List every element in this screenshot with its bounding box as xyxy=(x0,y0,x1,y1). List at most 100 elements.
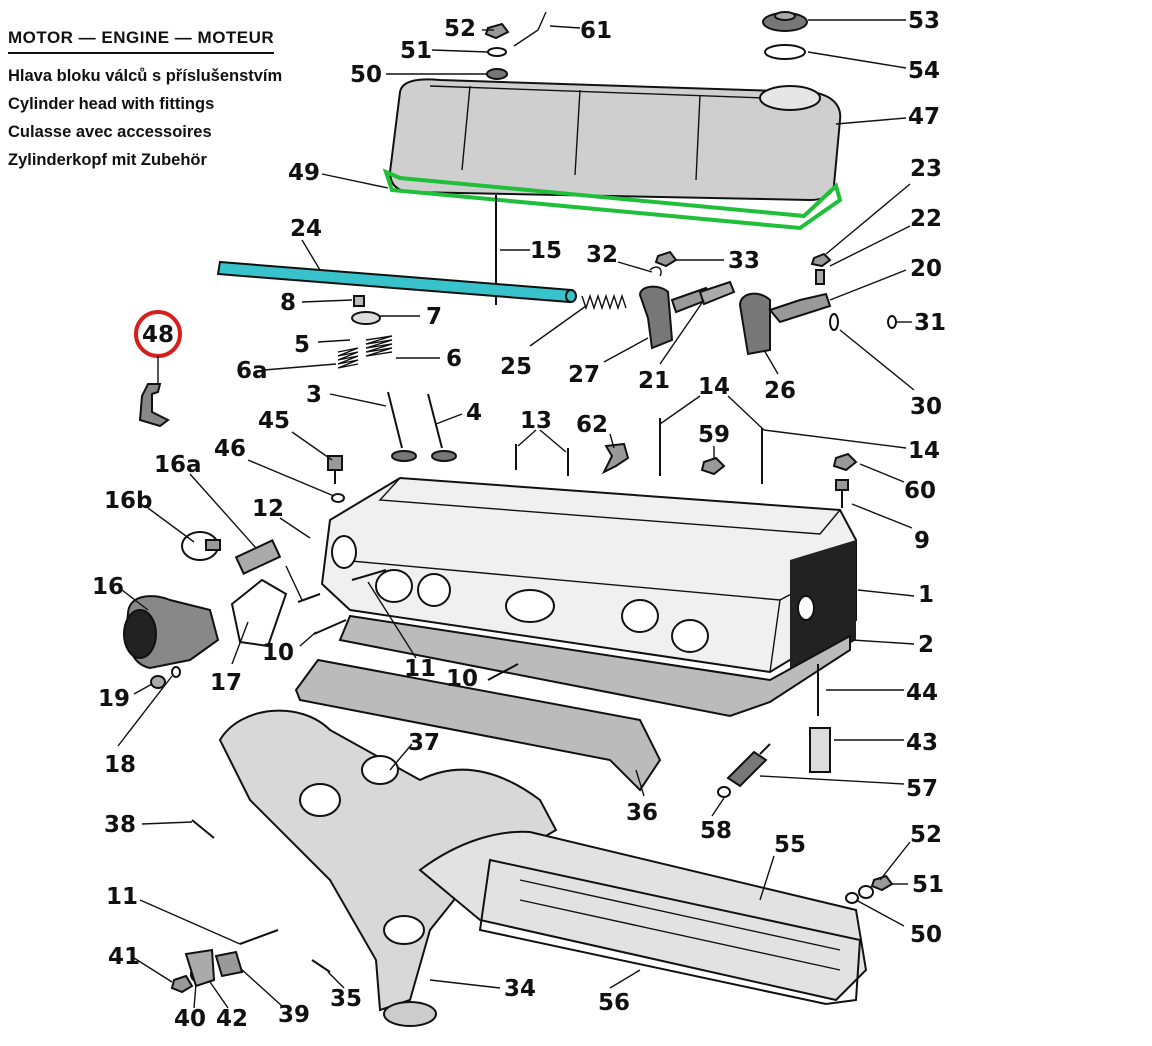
label-8: 8 xyxy=(280,290,296,316)
clip-32[interactable] xyxy=(649,266,662,277)
washer-51b[interactable] xyxy=(858,885,874,899)
oil-filler-cap[interactable] xyxy=(762,11,808,32)
hose-clip-16b[interactable] xyxy=(181,531,221,561)
filler-cap-seal[interactable] xyxy=(764,44,806,60)
washer-18[interactable] xyxy=(171,666,181,678)
stud-35[interactable] xyxy=(311,959,331,973)
studs-13[interactable] xyxy=(515,444,569,476)
inlet-valve[interactable] xyxy=(427,393,457,462)
adjuster-nut-23[interactable] xyxy=(810,252,832,268)
label-27: 27 xyxy=(568,362,600,388)
exhaust-valve[interactable] xyxy=(387,391,417,462)
stud-11a[interactable] xyxy=(351,569,387,581)
rocker-arm-bracket-right[interactable] xyxy=(738,292,832,356)
label-24: 24 xyxy=(290,216,322,242)
stud-38[interactable] xyxy=(191,819,215,839)
label-14b: 14 xyxy=(908,438,940,464)
housing-gasket-17[interactable] xyxy=(230,578,288,648)
breather-pipe[interactable] xyxy=(513,11,547,47)
bolt-9[interactable] xyxy=(835,479,849,508)
label-31: 31 xyxy=(914,310,946,336)
label-26: 26 xyxy=(764,378,796,404)
label-62: 62 xyxy=(576,412,608,438)
label-58: 58 xyxy=(700,818,732,844)
stud-10a[interactable] xyxy=(313,619,347,635)
adjuster-screw-22[interactable] xyxy=(815,269,825,285)
thermostat-housing[interactable] xyxy=(123,595,220,670)
label-16: 16 xyxy=(92,574,124,600)
long-manifold-gasket[interactable] xyxy=(478,858,862,1006)
nut-59[interactable] xyxy=(700,456,726,476)
subtitle-czech: Hlava bloku válců s příslušenstvím xyxy=(8,67,283,85)
washer-50b[interactable] xyxy=(845,892,859,904)
label-57: 57 xyxy=(906,776,938,802)
label-44: 44 xyxy=(906,680,938,706)
leader-lines xyxy=(117,19,915,1009)
label-1: 1 xyxy=(918,582,934,608)
subtitle-french: Culasse avec accessoires xyxy=(8,123,212,141)
rocker-shaft[interactable] xyxy=(216,260,577,304)
nut-60[interactable] xyxy=(832,452,858,472)
clamp-39[interactable] xyxy=(214,950,244,978)
bolt-45[interactable] xyxy=(327,455,343,484)
label-37: 37 xyxy=(408,730,440,756)
label-50: 50 xyxy=(350,62,382,88)
manifold-ribs-55[interactable] xyxy=(519,879,841,971)
label-9: 9 xyxy=(914,528,930,554)
label-53: 53 xyxy=(908,8,940,34)
label-49: 49 xyxy=(288,160,320,186)
label-43: 43 xyxy=(906,730,938,756)
circlip-31[interactable] xyxy=(887,315,897,329)
inner-valve-spring[interactable] xyxy=(337,347,359,369)
bracket-62[interactable] xyxy=(601,442,630,475)
rocker-cover-gasket[interactable] xyxy=(382,168,843,231)
label-56: 56 xyxy=(598,990,630,1016)
label-48: 48 xyxy=(142,322,174,348)
label-3: 3 xyxy=(306,382,322,408)
inlet-manifold[interactable] xyxy=(418,830,868,1002)
hose-16a[interactable] xyxy=(234,539,282,575)
label-35: 35 xyxy=(330,986,362,1012)
exhaust-manifold[interactable] xyxy=(218,709,558,1027)
washer-19[interactable] xyxy=(150,675,166,689)
stud-12[interactable] xyxy=(297,593,321,603)
manifold-gasket[interactable] xyxy=(294,658,662,792)
label-7: 7 xyxy=(426,304,442,330)
label-50b: 50 xyxy=(910,922,942,948)
label-61: 61 xyxy=(580,18,612,44)
valve-collet[interactable] xyxy=(353,295,365,307)
label-20: 20 xyxy=(910,256,942,282)
temperature-sender[interactable] xyxy=(726,743,771,788)
stud-10b[interactable] xyxy=(487,663,519,681)
spacer-43[interactable] xyxy=(809,727,831,773)
circlip-30[interactable] xyxy=(829,313,839,331)
studs-14[interactable] xyxy=(659,418,763,484)
label-32: 32 xyxy=(586,242,618,268)
label-51: 51 xyxy=(400,38,432,64)
washer-58[interactable] xyxy=(717,786,731,798)
label-15: 15 xyxy=(530,238,562,264)
valve-spring-cap[interactable] xyxy=(351,311,381,325)
lock-plate-42[interactable] xyxy=(184,948,216,988)
rocker-spring[interactable] xyxy=(581,293,627,311)
label-33: 33 xyxy=(728,248,760,274)
stud-11b[interactable] xyxy=(239,929,279,945)
washer-46[interactable] xyxy=(331,493,345,503)
outer-valve-spring[interactable] xyxy=(365,335,393,357)
label-11a: 11 xyxy=(404,656,436,682)
label-47: 47 xyxy=(908,104,940,130)
nut-33[interactable] xyxy=(654,250,678,268)
bracket-48[interactable] xyxy=(138,383,170,428)
rocker-arm-21[interactable] xyxy=(698,280,736,306)
head-gasket[interactable] xyxy=(338,614,851,718)
cover-nut-stack[interactable] xyxy=(484,22,510,80)
label-52: 52 xyxy=(444,16,476,42)
label-6a: 6a xyxy=(236,358,268,384)
label-14a: 14 xyxy=(698,374,730,400)
nut-41[interactable] xyxy=(170,974,194,994)
label-30: 30 xyxy=(910,394,942,420)
label-17: 17 xyxy=(210,670,242,696)
label-59: 59 xyxy=(698,422,730,448)
nut-52b[interactable] xyxy=(870,874,894,892)
label-22: 22 xyxy=(910,206,942,232)
